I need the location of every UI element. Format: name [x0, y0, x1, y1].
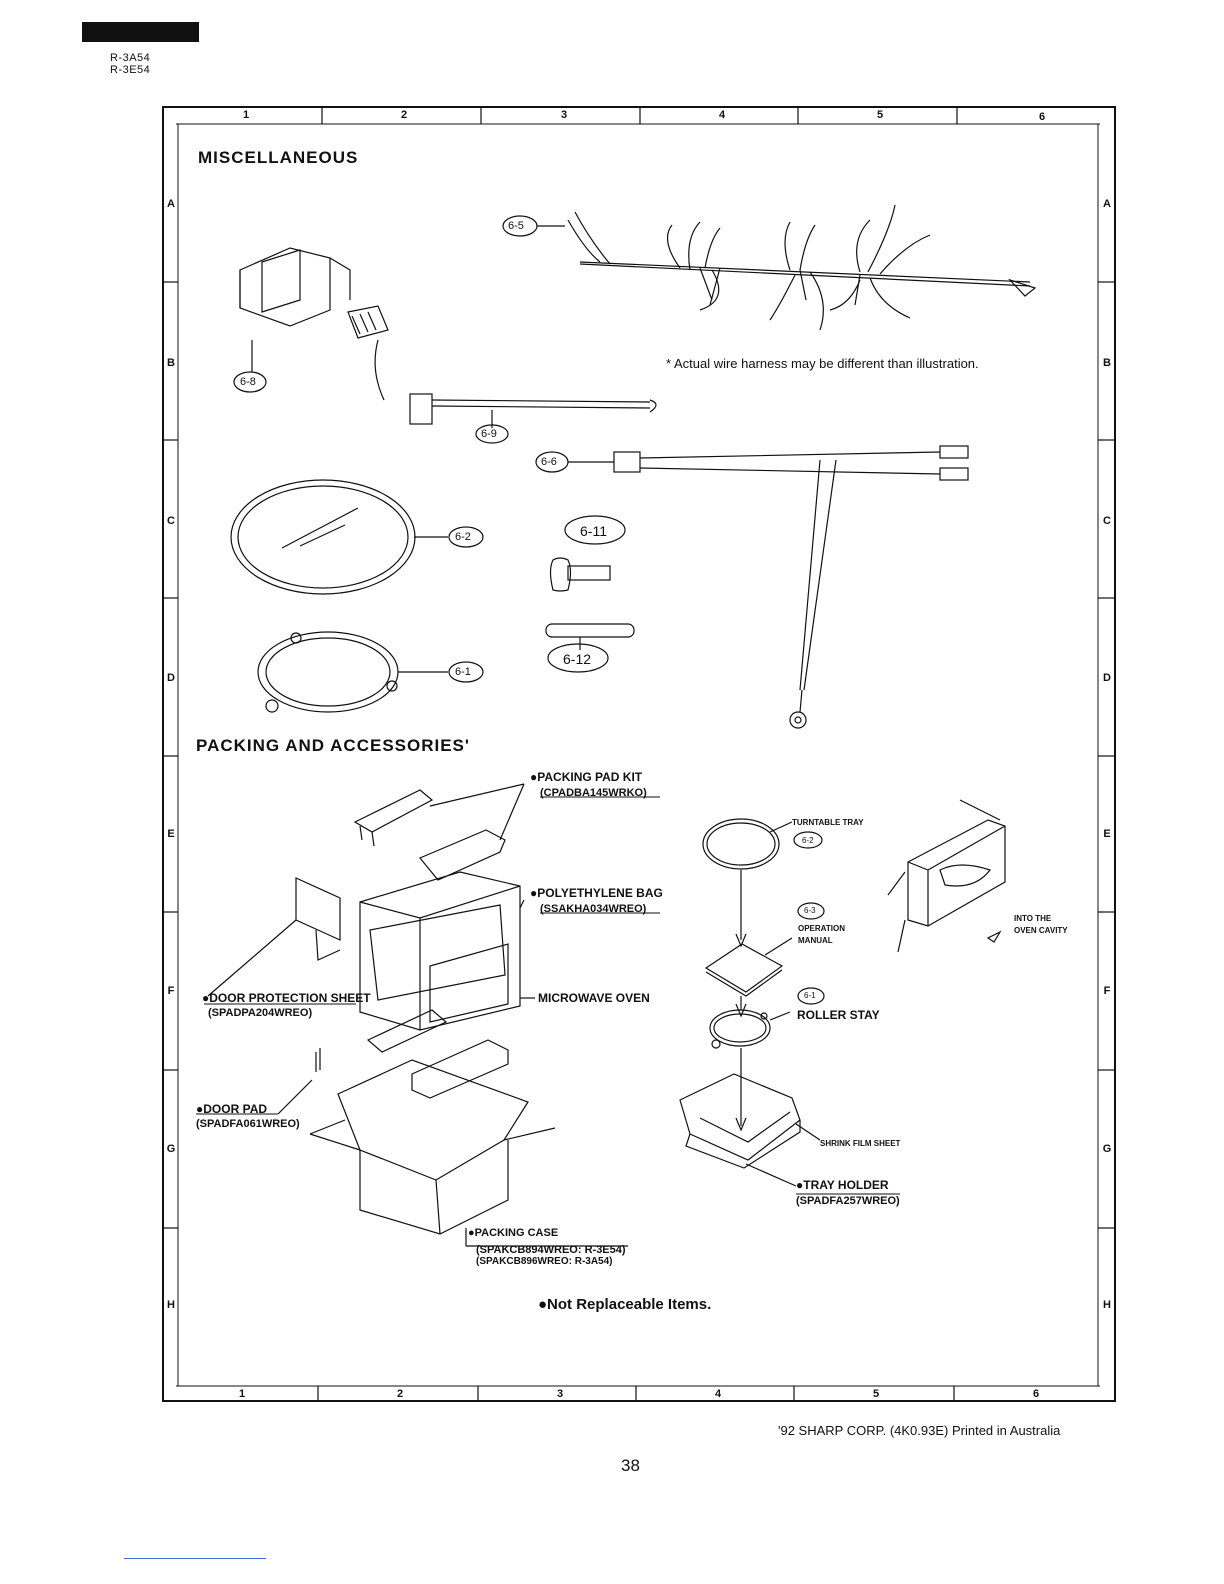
door-protection-sheet-label: ●DOOR PROTECTION SHEET	[202, 991, 371, 1005]
door-pad-code: (SPADFA061WREO)	[196, 1118, 300, 1130]
ref-6-5: 6-5	[508, 220, 524, 232]
grid-row-right-e: E	[1103, 828, 1111, 840]
grid-column-bottom-4: 4	[714, 1388, 722, 1400]
into-oven-cavity-label-2: OVEN CAVITY	[1014, 926, 1068, 935]
roller-stay-label: ROLLER STAY	[797, 1008, 880, 1022]
ref-6-1: 6-1	[455, 666, 471, 678]
page-number: 38	[621, 1456, 640, 1475]
operation-manual-label-1: OPERATION	[798, 924, 845, 933]
packing-case-code-1: (SPAKCB894WREO: R-3E54)	[476, 1244, 626, 1256]
miscellaneous-title: MISCELLANEOUS	[198, 148, 359, 167]
ref-6-11: 6-11	[580, 523, 607, 539]
model-number-1: R-3A54	[110, 52, 151, 64]
into-oven-cavity-label-1: INTO THE	[1014, 914, 1052, 923]
grid-row-right-f: F	[1103, 985, 1111, 997]
model-number-2: R-3E54	[110, 64, 151, 76]
copyright-footer: '92 SHARP CORP. (4K0.93E) Printed in Aus…	[778, 1423, 1061, 1438]
grid-column-top-2: 2	[400, 109, 408, 121]
grid-column-top-4: 4	[718, 109, 726, 121]
bottom-rule	[124, 1558, 266, 1559]
grid-row-right-h: H	[1103, 1299, 1111, 1311]
grid-row-left-b: B	[167, 357, 175, 369]
grid-row-left-f: F	[167, 985, 175, 997]
grid-column-bottom-1: 1	[238, 1388, 246, 1400]
polyethylene-bag-code: (SSAKHA034WREO)	[540, 903, 647, 915]
microwave-oven-label: MICROWAVE OVEN	[538, 991, 650, 1005]
operation-manual-label-2: MANUAL	[798, 936, 833, 945]
ref-6-12: 6-12	[563, 651, 592, 667]
door-protection-sheet-code: (SPADPA204WREO)	[208, 1007, 313, 1019]
grid-row-right-g: G	[1102, 1143, 1112, 1155]
packing-case-label: ●PACKING CASE	[468, 1227, 559, 1239]
not-replaceable-note: ●Not Replaceable Items.	[538, 1296, 712, 1313]
shrink-film-sheet-label: SHRINK FILM SHEET	[820, 1139, 901, 1148]
grid-column-top-5: 5	[876, 109, 884, 121]
ref-6-9: 6-9	[481, 428, 497, 440]
grid-row-right-b: B	[1103, 357, 1111, 369]
grid-row-left-g: G	[166, 1143, 176, 1155]
ref-6-2: 6-2	[455, 531, 471, 543]
tray-holder-code: (SPADFA257WREO)	[796, 1195, 900, 1207]
grid-column-bottom-6: 6	[1032, 1388, 1040, 1400]
packing-pad-kit-code: (CPADBA145WRKO)	[540, 787, 647, 799]
grid-column-top-3: 3	[560, 109, 568, 121]
door-pad-label: ●DOOR PAD	[196, 1102, 268, 1116]
accessory-ref-6-3: 6-3	[804, 906, 816, 915]
drawing-frame	[162, 106, 1116, 1402]
accessory-ref-6-2: 6-2	[802, 836, 814, 845]
grid-row-right-c: C	[1103, 515, 1111, 527]
tray-holder-label: ●TRAY HOLDER	[796, 1178, 889, 1192]
grid-row-left-d: D	[167, 672, 175, 684]
grid-column-top-1: 1	[242, 109, 250, 121]
ref-6-8: 6-8	[240, 376, 256, 388]
grid-column-bottom-2: 2	[396, 1388, 404, 1400]
header-black-bar	[82, 22, 199, 42]
turntable-tray-label: TURNTABLE TRAY	[792, 818, 864, 827]
grid-row-right-d: D	[1103, 672, 1111, 684]
grid-row-left-e: E	[167, 828, 175, 840]
accessory-ref-6-1: 6-1	[804, 991, 816, 1000]
packing-accessories-title: PACKING AND ACCESSORIES'	[196, 736, 470, 755]
grid-column-bottom-5: 5	[872, 1388, 880, 1400]
grid-row-left-c: C	[167, 515, 175, 527]
grid-column-bottom-3: 3	[556, 1388, 564, 1400]
grid-row-right-a: A	[1103, 198, 1111, 210]
harness-note: * Actual wire harness may be different t…	[666, 356, 979, 371]
packing-case-code-2: (SPAKCB896WREO: R-3A54)	[476, 1256, 613, 1267]
packing-pad-kit-label: ●PACKING PAD KIT	[530, 770, 643, 784]
grid-row-left-a: A	[167, 198, 175, 210]
grid-column-top-6: 6	[1038, 111, 1046, 123]
ref-6-6: 6-6	[541, 456, 557, 468]
polyethylene-bag-label: ●POLYETHYLENE BAG	[530, 886, 663, 900]
grid-row-left-h: H	[167, 1299, 175, 1311]
